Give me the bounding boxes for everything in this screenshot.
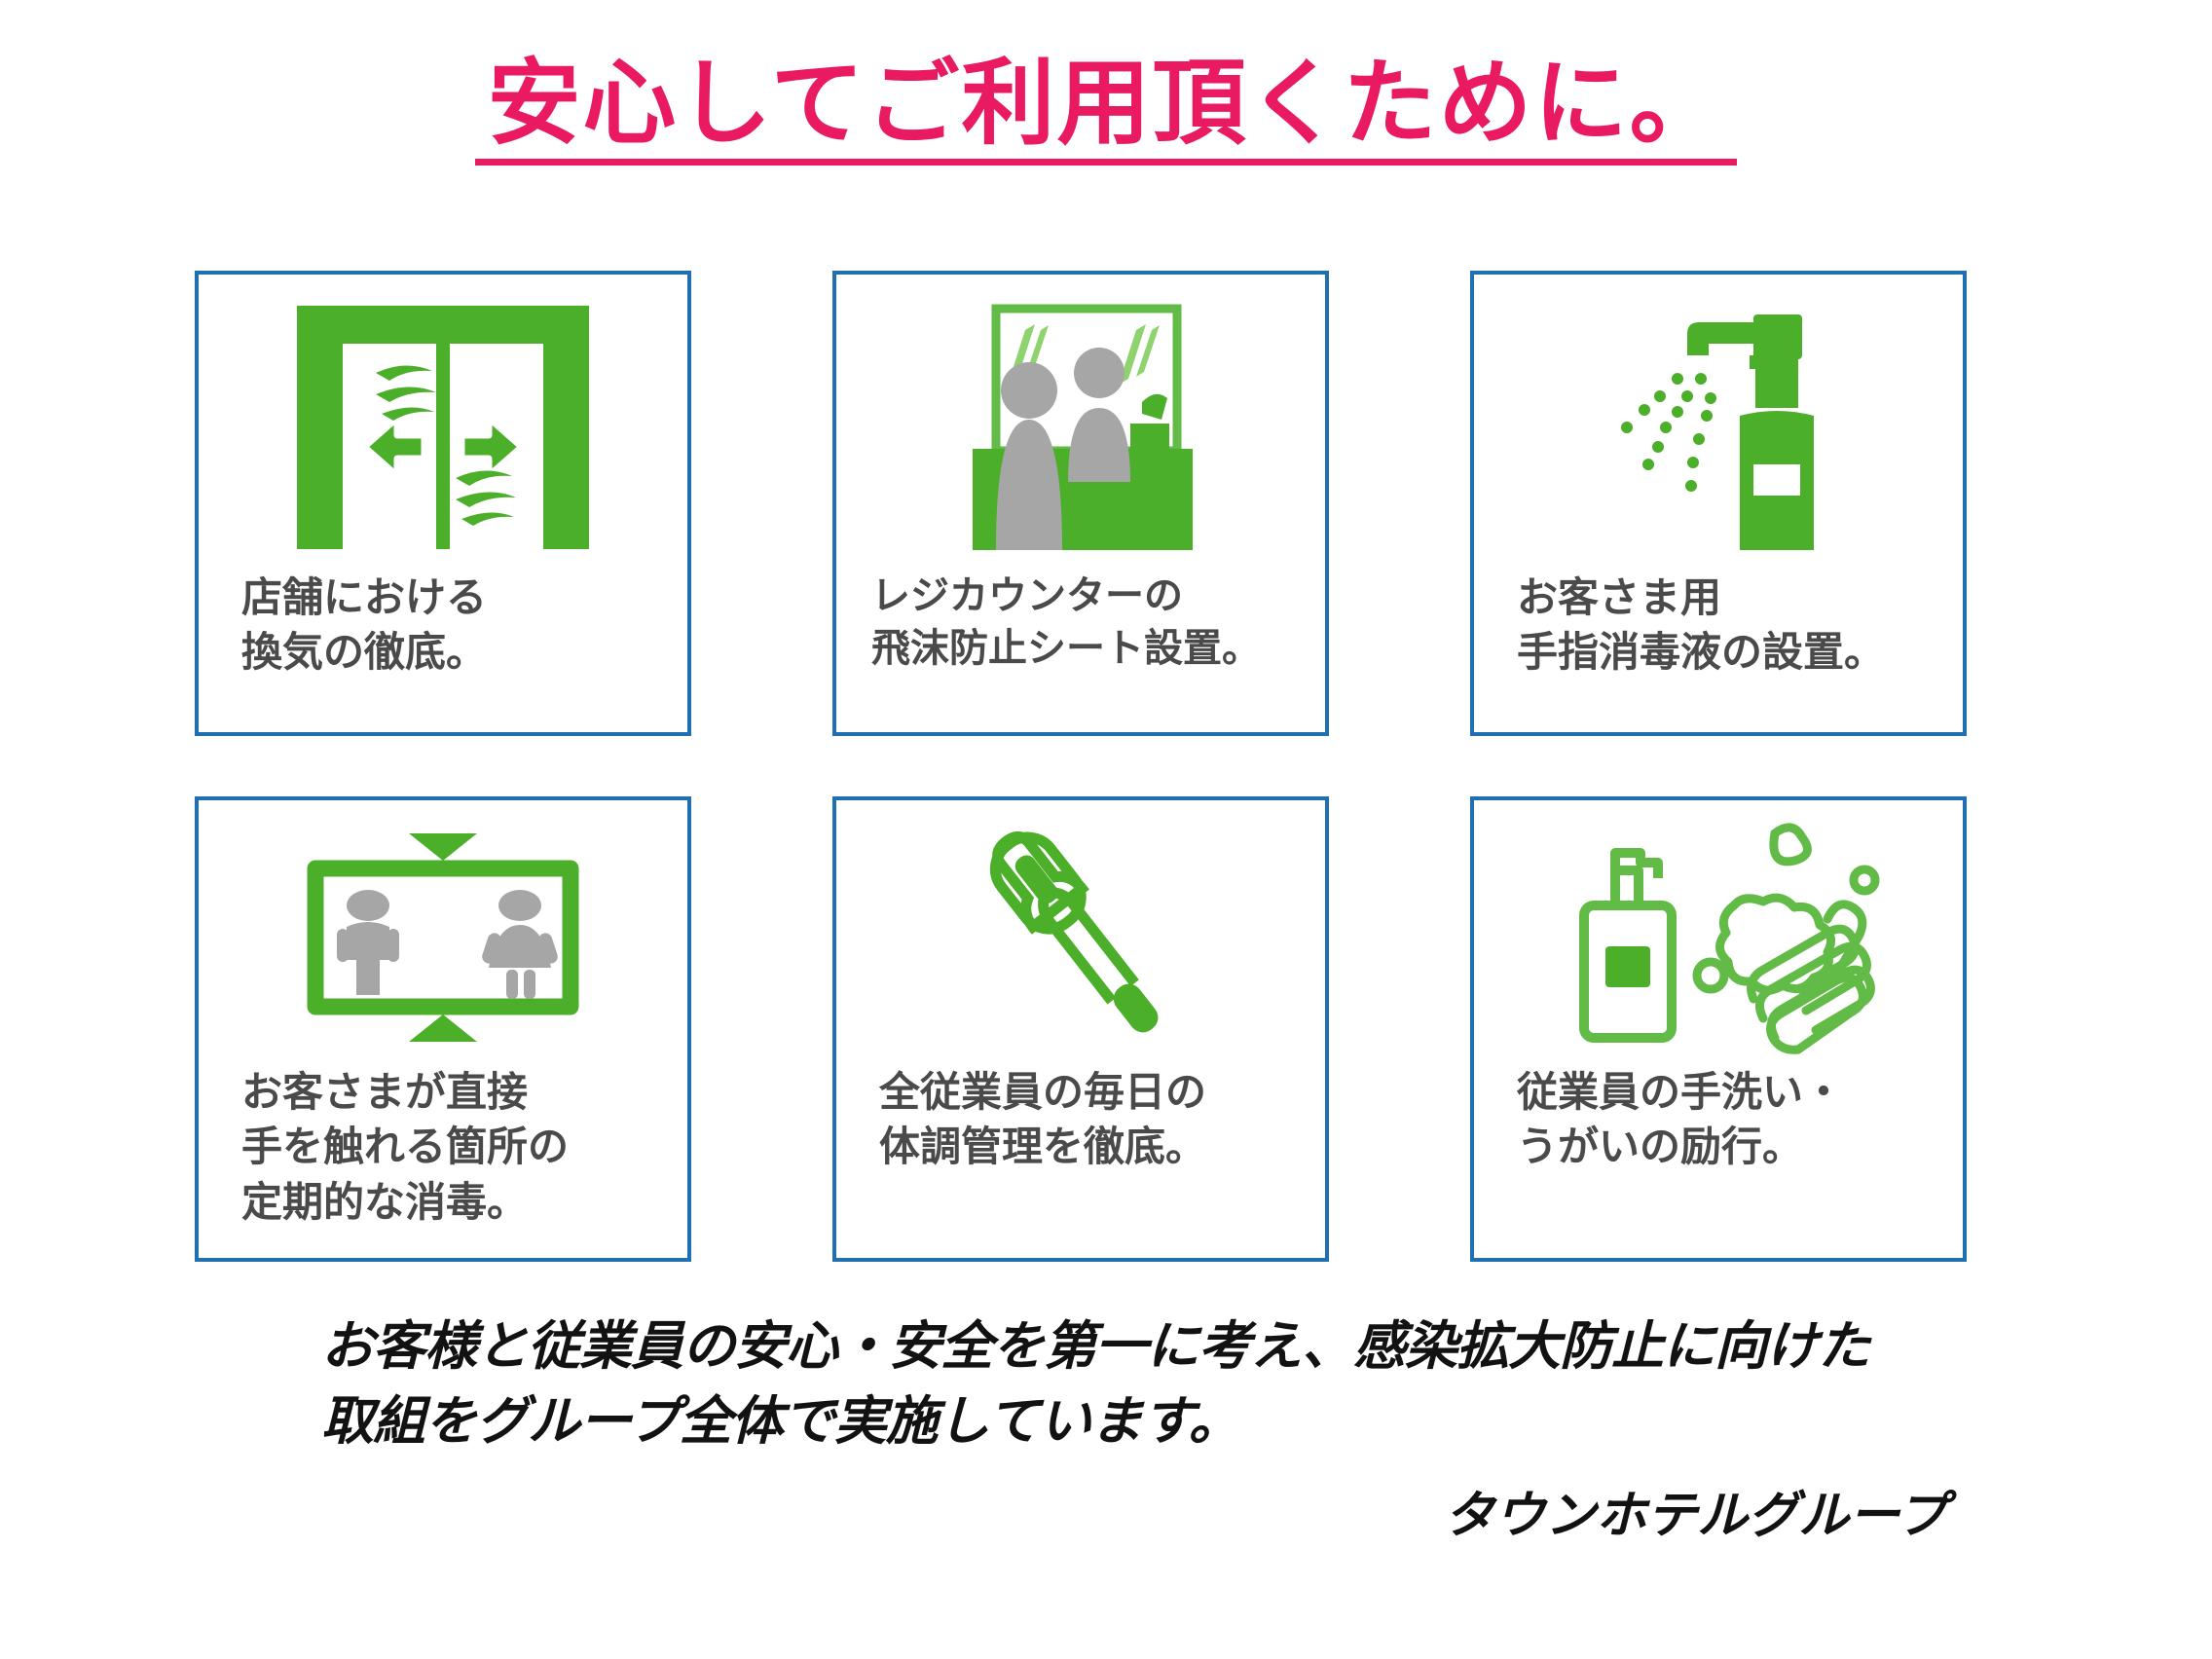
measure-card-counter-shield[interactable]: レジカウンターの 飛沫防止シート設置。 xyxy=(832,271,1329,736)
measure-card-hand-sanitizer[interactable]: お客さま用 手指消毒液の設置。 xyxy=(1470,271,1967,736)
measure-card-staff-handwashing[interactable]: 従業員の手洗い・ うがいの励行。 xyxy=(1470,796,1967,1262)
thermometer-icon xyxy=(836,800,1325,1061)
measure-card-label: 店舗における 換気の徹底。 xyxy=(241,573,488,677)
measure-card-label: レジカウンターの 飛沫防止シート設置。 xyxy=(871,573,1261,671)
measure-card-ventilation[interactable]: 店舗における 換気の徹底。 xyxy=(195,271,691,736)
measure-card-surface-disinfection[interactable]: お客さまが直接 手を触れる箇所の 定期的な消毒。 xyxy=(195,796,691,1262)
measure-card-label: 全従業員の毎日の 体調管理を徹底。 xyxy=(879,1068,1207,1171)
page-title: 安心してご利用頂くために。 xyxy=(475,55,1737,166)
handwash-soap-icon xyxy=(1474,800,1963,1061)
page-title-container: 安心してご利用頂くために。 xyxy=(0,55,2212,166)
measure-card-staff-health-check[interactable]: 全従業員の毎日の 体調管理を徹底。 xyxy=(832,796,1329,1262)
measure-card-label: お客さま用 手指消毒液の設置。 xyxy=(1517,573,1886,677)
ventilation-window-icon xyxy=(199,275,687,567)
footer-statement: お客様と従業員の安心・安全を第一に考え、感染拡大防止に向けた 取組をグループ全体… xyxy=(321,1315,1870,1452)
measure-card-label: 従業員の手洗い・ うがいの励行。 xyxy=(1517,1068,1845,1171)
spray-bottle-icon xyxy=(1474,275,1963,567)
measures-grid: 店舗における 換気の徹底。 xyxy=(195,271,1996,1262)
footer-signature: タウンホテルグループ xyxy=(1444,1487,1947,1546)
social-distance-people-icon xyxy=(199,800,687,1061)
footer-block: お客様と従業員の安心・安全を第一に考え、感染拡大防止に向けた 取組をグループ全体… xyxy=(321,1309,2035,1547)
measure-card-label: お客さまが直接 手を触れる箇所の 定期的な消毒。 xyxy=(241,1068,570,1226)
register-counter-shield-icon xyxy=(836,275,1325,567)
